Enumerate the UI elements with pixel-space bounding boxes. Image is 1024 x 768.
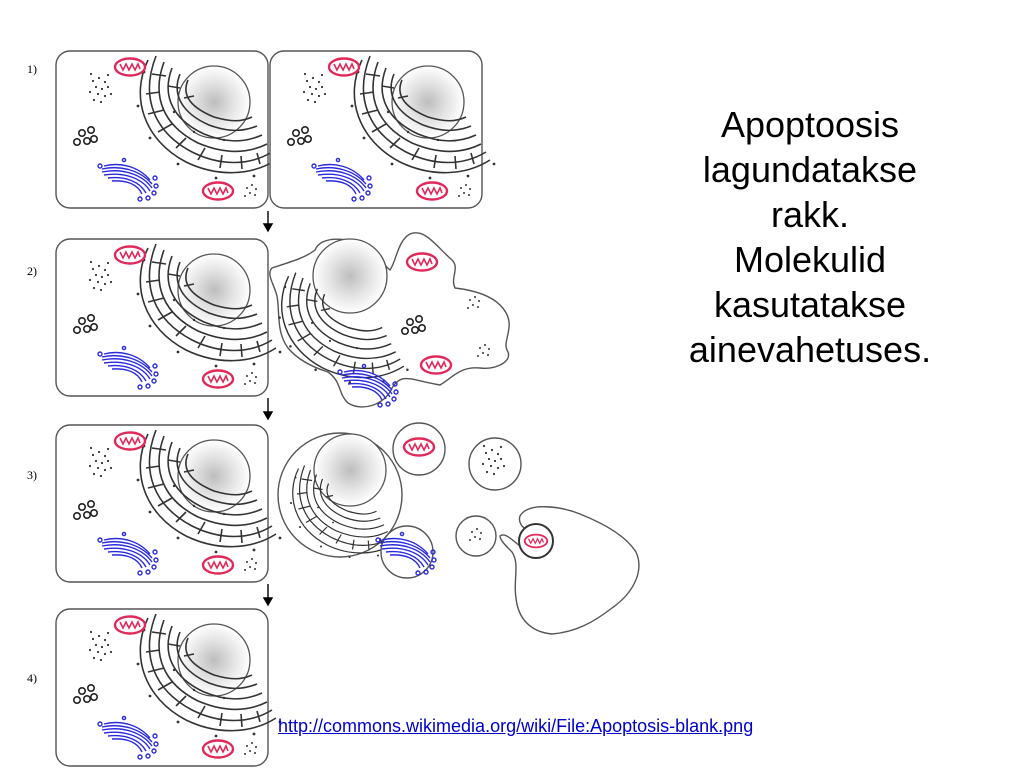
text-line-5: kasutatakse	[713, 284, 907, 325]
step-label-2: 2)	[27, 264, 37, 278]
cell-row4-normal	[56, 609, 281, 766]
text-line-2: lagundatakse	[702, 149, 918, 190]
text-line-4: Molekulid	[733, 239, 887, 280]
slide-text-block: Apoptoosis lagundatakse rakk. Molekulid …	[640, 102, 980, 372]
text-line-1: Apoptoosis	[720, 104, 900, 145]
cell-row1-left	[56, 51, 281, 208]
apoptotic-body-mito	[392, 422, 446, 476]
apoptotic-body-dots	[468, 437, 522, 491]
step-label-1: 1)	[27, 62, 37, 76]
apoptotic-body-golgi	[375, 525, 437, 579]
source-link[interactable]: http://commons.wikimedia.org/wiki/File:A…	[278, 716, 754, 736]
arrow-down-1	[262, 211, 274, 233]
step-label-4: 4)	[27, 671, 37, 685]
apoptosis-diagram: 1) 2) 3) 4)	[27, 0, 640, 768]
arrow-down-3	[262, 584, 274, 607]
text-line-6: ainevahetuses.	[688, 329, 932, 370]
cell-row2-shrinking	[269, 232, 510, 408]
cell-row2-normal	[56, 239, 281, 396]
apoptotic-body-large	[277, 432, 403, 559]
step-label-3: 3)	[27, 468, 37, 482]
text-line-3: rakk.	[770, 194, 849, 235]
cell-row3-normal	[56, 425, 281, 582]
phagocyte	[499, 506, 640, 635]
apoptotic-body-small	[455, 515, 497, 557]
cell-row1-right	[270, 51, 495, 208]
arrow-down-2	[262, 398, 274, 421]
